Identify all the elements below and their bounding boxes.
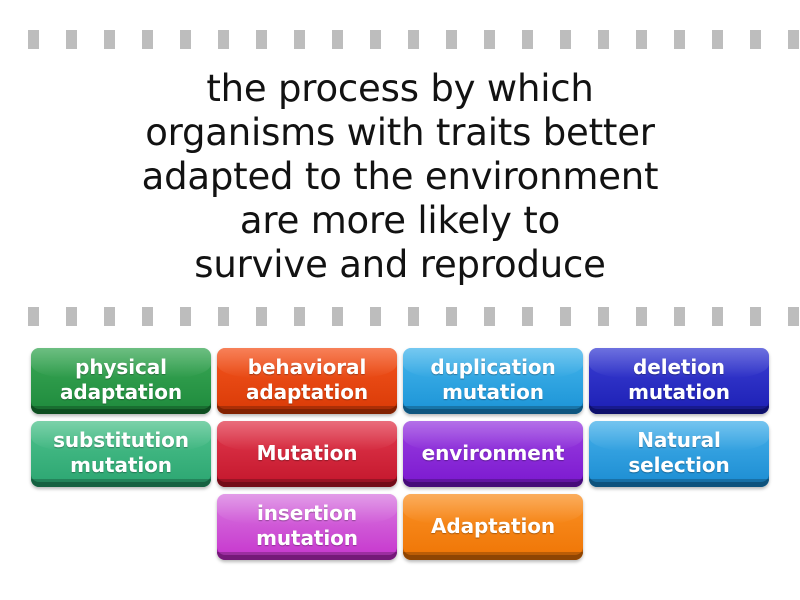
separator-dash xyxy=(408,30,419,49)
separator-dash xyxy=(180,307,191,326)
separator-dash xyxy=(104,30,115,49)
answer-tile-label: deletion mutation xyxy=(628,355,730,404)
answer-grid-spacer-left xyxy=(31,494,211,560)
separator-dash xyxy=(750,307,761,326)
separator-dash xyxy=(712,30,723,49)
answer-tile-label: duplication mutation xyxy=(430,355,556,404)
answer-tile-label: Mutation xyxy=(256,440,358,465)
separator-dash xyxy=(484,307,495,326)
separator-dash xyxy=(256,30,267,49)
separator-dash xyxy=(332,307,343,326)
separator-dash xyxy=(522,30,533,49)
answer-tile-physical-adaptation[interactable]: physical adaptation xyxy=(31,348,211,414)
separator-dash xyxy=(370,30,381,49)
answer-tile-grid: physical adaptation behavioral adaptation… xyxy=(31,348,769,560)
separator-dash xyxy=(598,307,609,326)
answer-tile-label: Adaptation xyxy=(430,513,556,538)
separator-dash xyxy=(28,307,39,326)
separator-dash xyxy=(636,307,647,326)
answer-tile-natural-selection[interactable]: Natural selection xyxy=(589,421,769,487)
separator-dash xyxy=(256,307,267,326)
separator-dash xyxy=(712,307,723,326)
separator-dash xyxy=(370,307,381,326)
separator-dash xyxy=(218,30,229,49)
separator-dash xyxy=(788,307,799,326)
separator-dash xyxy=(446,30,457,49)
answer-tile-adaptation[interactable]: Adaptation xyxy=(403,494,583,560)
answer-tile-insertion-mutation[interactable]: insertion mutation xyxy=(217,494,397,560)
answer-tile-environment[interactable]: environment xyxy=(403,421,583,487)
separator-dash xyxy=(750,30,761,49)
separator-dash xyxy=(294,307,305,326)
prompt-text: the process by which organisms with trai… xyxy=(141,67,659,286)
answer-tile-duplication-mutation[interactable]: duplication mutation xyxy=(403,348,583,414)
separator-dash xyxy=(66,307,77,326)
separator-dash xyxy=(674,30,685,49)
answer-tile-deletion-mutation[interactable]: deletion mutation xyxy=(589,348,769,414)
separator-dash xyxy=(522,307,533,326)
separator-dash xyxy=(294,30,305,49)
separator-dash xyxy=(28,30,39,49)
answer-tile-mutation[interactable]: Mutation xyxy=(217,421,397,487)
separator-dash xyxy=(446,307,457,326)
separator-dash xyxy=(66,30,77,49)
separator-dash xyxy=(674,307,685,326)
separator-dash xyxy=(180,30,191,49)
separator-dash xyxy=(142,307,153,326)
answer-tile-label: substitution mutation xyxy=(53,428,189,477)
answer-tile-label: behavioral adaptation xyxy=(245,355,369,404)
separator-dash xyxy=(598,30,609,49)
answer-tile-label: insertion mutation xyxy=(256,501,358,550)
separator-dash xyxy=(636,30,647,49)
separator-dash xyxy=(560,307,571,326)
separator-dash xyxy=(218,307,229,326)
answer-tile-label: Natural selection xyxy=(628,428,730,477)
separator-dash xyxy=(332,30,343,49)
answer-tile-behavioral-adaptation[interactable]: behavioral adaptation xyxy=(217,348,397,414)
separator-dash xyxy=(560,30,571,49)
separator-dash xyxy=(484,30,495,49)
answer-tile-substitution-mutation[interactable]: substitution mutation xyxy=(31,421,211,487)
separator-dash xyxy=(408,307,419,326)
dashed-separator-top xyxy=(0,30,800,50)
answer-grid-spacer-right xyxy=(589,494,769,560)
separator-dash xyxy=(142,30,153,49)
dashed-separator-middle xyxy=(0,307,800,327)
answer-tile-label: physical adaptation xyxy=(59,355,183,404)
separator-dash xyxy=(788,30,799,49)
prompt-card: the process by which organisms with trai… xyxy=(0,62,800,292)
answer-tile-label: environment xyxy=(421,440,565,465)
separator-dash xyxy=(104,307,115,326)
